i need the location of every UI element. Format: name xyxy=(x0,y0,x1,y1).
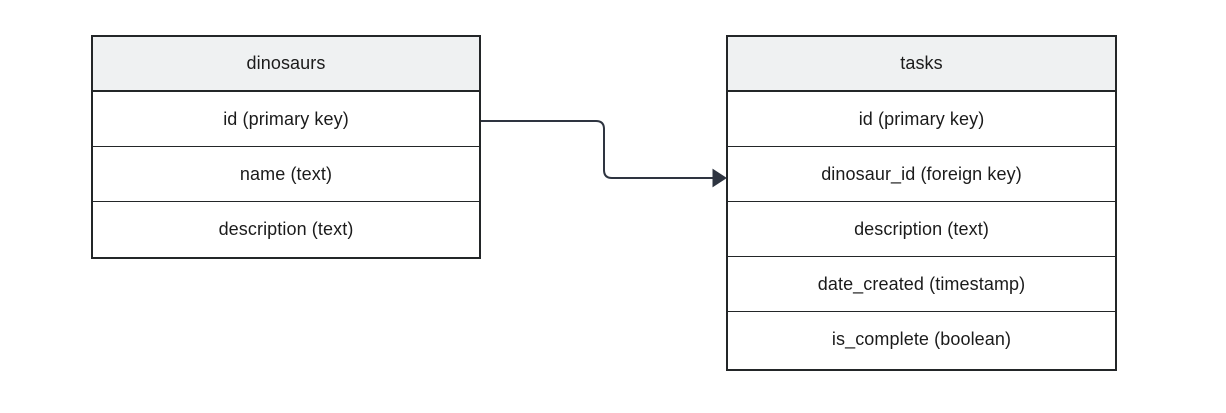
relationship-arrowhead-icon xyxy=(712,168,727,188)
entity-title-dinosaurs: dinosaurs xyxy=(93,37,479,92)
field-row-tasks-dinosaur-id[interactable]: dinosaur_id (foreign key) xyxy=(728,147,1115,202)
entity-table-tasks[interactable]: tasks id (primary key) dinosaur_id (fore… xyxy=(726,35,1117,371)
field-row-tasks-description[interactable]: description (text) xyxy=(728,202,1115,257)
field-row-dinosaurs-description[interactable]: description (text) xyxy=(93,202,479,257)
relationship-line-dinosaurs-to-tasks[interactable] xyxy=(481,120,713,179)
entity-table-dinosaurs[interactable]: dinosaurs id (primary key) name (text) d… xyxy=(91,35,481,259)
field-row-tasks-is-complete[interactable]: is_complete (boolean) xyxy=(728,312,1115,367)
field-row-dinosaurs-id[interactable]: id (primary key) xyxy=(93,92,479,147)
field-row-tasks-id[interactable]: id (primary key) xyxy=(728,92,1115,147)
field-row-dinosaurs-name[interactable]: name (text) xyxy=(93,147,479,202)
entity-title-tasks: tasks xyxy=(728,37,1115,92)
field-row-tasks-date-created[interactable]: date_created (timestamp) xyxy=(728,257,1115,312)
